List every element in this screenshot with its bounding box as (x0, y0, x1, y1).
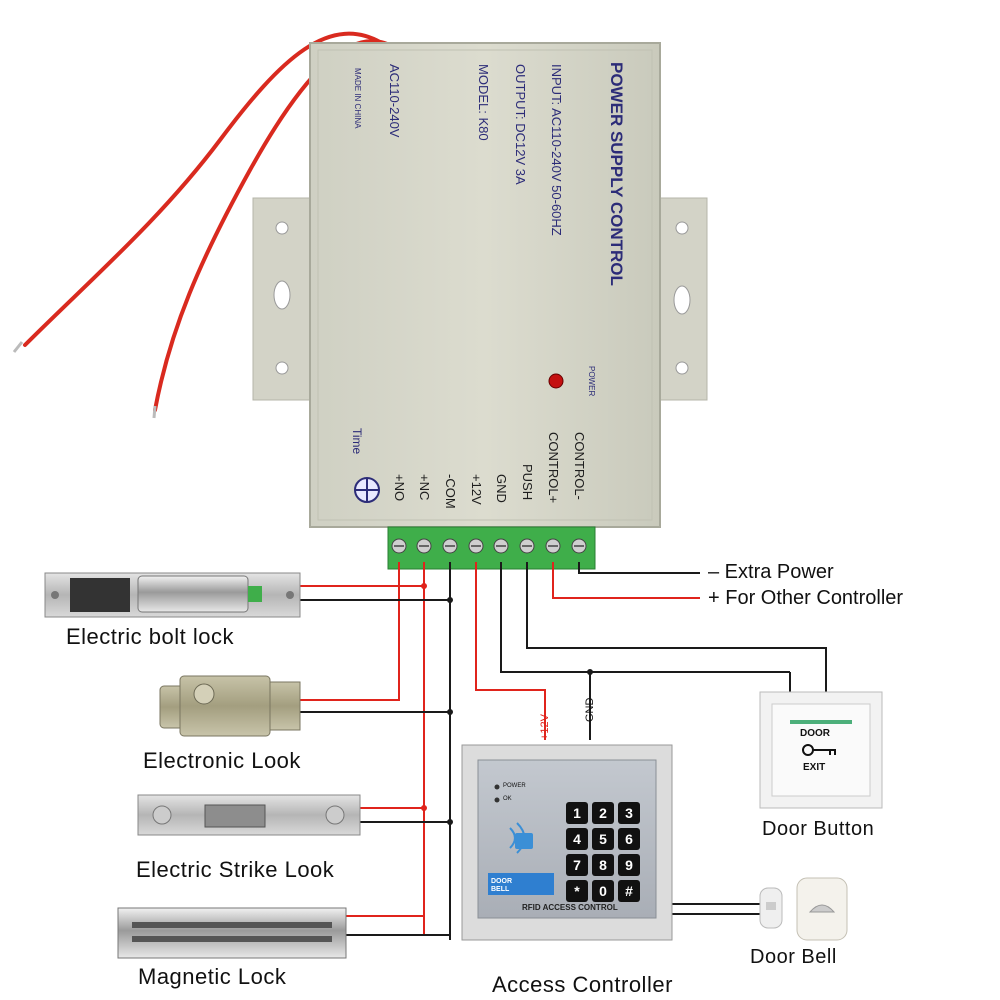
power-supply-input-spec: INPUT: AC110-240V 50-60HZ (549, 64, 564, 236)
terminal-label-nc: +NC (417, 474, 432, 501)
keypad-power-indicator: POWER (503, 783, 526, 789)
keypad-key: 6 (618, 828, 640, 850)
key-icon (802, 744, 836, 756)
keypad-bell-label: DOOR BELL (491, 878, 512, 893)
terminal-label-com: -COM (443, 474, 458, 509)
keypad-key: 9 (618, 854, 640, 876)
terminal-block (387, 526, 596, 570)
door-button-door-text: DOOR (800, 728, 830, 739)
junction-dots-black (447, 597, 593, 825)
mounting-bracket-right (654, 197, 708, 401)
cable-tip (12, 341, 24, 353)
electric-bolt-lock-image (44, 572, 301, 618)
mounting-bracket-left (252, 197, 314, 401)
time-label: Time (350, 428, 364, 455)
other-controller-label: + For Other Controller (708, 587, 904, 609)
electronic-lock-image (159, 675, 301, 737)
terminal-label-control-plus: CONTROL+ (546, 432, 561, 504)
power-supply-output-spec: OUTPUT: DC12V 3A (513, 64, 528, 185)
keypad-key: 3 (618, 802, 640, 824)
terminal-label-push: PUSH (520, 464, 535, 501)
keypad-key: 5 (592, 828, 614, 850)
electric-strike-lock-image (137, 794, 361, 836)
junction-dots-red (421, 583, 427, 811)
door-button-exit-text: EXIT (803, 762, 826, 773)
terminal-label-gnd: GND (494, 474, 509, 503)
magnetic-lock-image (117, 907, 347, 959)
power-supply-voltage: AC110-240V (387, 64, 402, 138)
gnd-wire-label: GND (584, 697, 596, 722)
keypad-key: # (618, 880, 640, 902)
power-led-label: POWER (587, 366, 596, 397)
keypad-key: * (566, 880, 588, 902)
made-in-label: MADE IN CHINA (353, 68, 362, 129)
plus12v-wire-label: +12V (539, 714, 551, 740)
keypad-key: 7 (566, 854, 588, 876)
keypad-key: 2 (592, 802, 614, 824)
terminal-label-12v: +12V (469, 474, 484, 505)
power-supply-title: POWER SUPPLY CONTROL (607, 62, 626, 286)
keypad-ok-indicator: OK (503, 796, 512, 802)
extra-power-label: – Extra Power (708, 561, 834, 583)
keypad-key: 1 (566, 802, 588, 824)
keypad-key: 0 (592, 880, 614, 902)
wiring (300, 562, 827, 940)
door-button-caption: Door Button (762, 818, 875, 840)
keypad-key: 8 (592, 854, 614, 876)
power-led-icon (548, 373, 564, 389)
electronic-lock-caption: Electronic Look (143, 748, 301, 773)
power-supply-box (309, 42, 661, 528)
electric-bolt-lock-caption: Electric bolt lock (66, 624, 234, 649)
power-supply-model: MODEL: K80 (476, 64, 491, 141)
terminal-label-control-minus: CONTROL- (572, 432, 587, 500)
door-bell-caption: Door Bell (750, 946, 837, 968)
door-bell-image (759, 877, 848, 941)
time-knob-icon (354, 477, 380, 503)
electric-strike-lock-caption: Electric Strike Look (136, 857, 335, 882)
keypad-brand: RFID ACCESS CONTROL (522, 903, 618, 912)
magnetic-lock-caption: Magnetic Lock (138, 964, 287, 989)
cable-tip (152, 405, 157, 419)
terminal-label-no: +NO (392, 474, 407, 502)
keypad-key: 4 (566, 828, 588, 850)
access-controller-caption: Access Controller (492, 972, 673, 997)
